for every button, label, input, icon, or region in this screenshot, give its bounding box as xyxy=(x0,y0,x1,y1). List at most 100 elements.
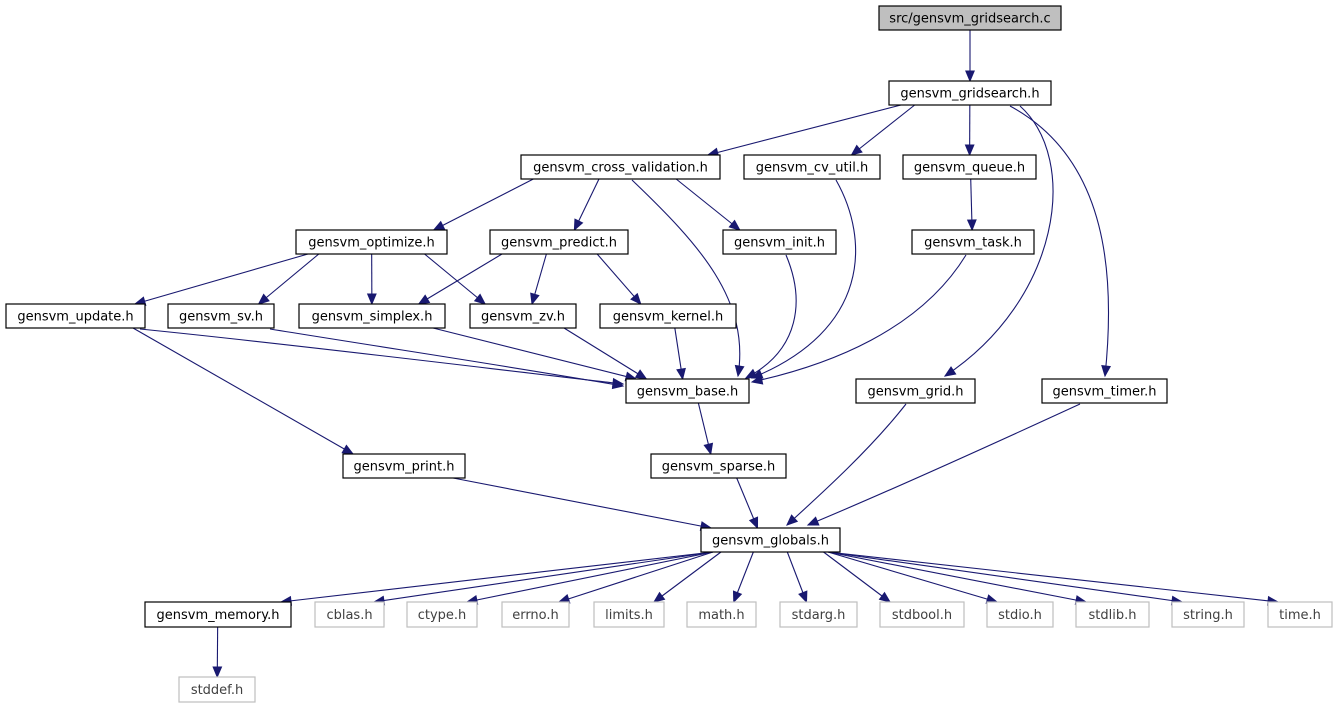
node-stddef-h: stddef.h xyxy=(178,676,256,703)
node-sv-h[interactable]: gensvm_sv.h xyxy=(167,303,275,329)
node-update-h[interactable]: gensvm_update.h xyxy=(5,303,146,329)
node-zv-h[interactable]: gensvm_zv.h xyxy=(469,303,577,329)
node-globals-h-label: gensvm_globals.h xyxy=(712,534,829,549)
edge-gridsearch-h-to-grid-h-arrowhead xyxy=(943,366,957,377)
edge-gridsearch-h-to-timer-h xyxy=(1009,105,1112,378)
edge-globals-h-to-math-h xyxy=(732,551,754,604)
edge-globals-h-to-ctype-h xyxy=(465,551,714,605)
node-queue-h-box xyxy=(902,154,1037,180)
edge-zv-h-to-base-h xyxy=(563,327,648,380)
edge-optimize-h-to-zv-h xyxy=(424,253,487,305)
node-memory-h-label: gensvm_memory.h xyxy=(157,608,280,623)
node-queue-h[interactable]: gensvm_queue.h xyxy=(902,154,1037,180)
edge-zv-h-to-base-h-line xyxy=(563,327,647,380)
node-cross-validation-h-label: gensvm_cross_validation.h xyxy=(533,161,708,176)
node-print-h[interactable]: gensvm_print.h xyxy=(342,453,466,479)
nodes-layer: src/gensvm_gridsearch.c gensvm_gridsearch… xyxy=(5,5,1333,703)
node-optimize-h-box xyxy=(295,229,448,255)
edge-globals-h-to-stdio-h-line xyxy=(827,551,998,603)
node-stdlib-h-label: stdlib.h xyxy=(1089,608,1137,623)
node-init-h-label: gensvm_init.h xyxy=(734,236,825,251)
node-predict-h-box xyxy=(489,229,629,255)
node-base-h-box xyxy=(625,378,750,404)
node-limits-h-label: limits.h xyxy=(605,608,653,623)
node-stddef-h-label: stddef.h xyxy=(191,683,243,698)
edge-globals-h-to-stdio-h xyxy=(827,551,999,604)
edge-globals-h-to-stdbool-h-arrowhead xyxy=(878,591,892,603)
node-kernel-h[interactable]: gensvm_kernel.h xyxy=(599,303,737,329)
node-optimize-h[interactable]: gensvm_optimize.h xyxy=(295,229,448,255)
node-time-h-box xyxy=(1267,601,1333,628)
node-globals-h[interactable]: gensvm_globals.h xyxy=(700,527,841,553)
edge-globals-h-to-limits-h xyxy=(652,551,722,603)
node-sv-h-label: gensvm_sv.h xyxy=(179,310,263,325)
node-grid-h-label: gensvm_grid.h xyxy=(868,385,964,400)
node-timer-h[interactable]: gensvm_timer.h xyxy=(1041,378,1168,404)
node-sv-h-box xyxy=(167,303,275,329)
edge-memory-h-to-stddef-h xyxy=(212,626,223,679)
node-stdbool-h: stdbool.h xyxy=(879,601,965,628)
node-gridsearch-h-box xyxy=(888,80,1052,106)
node-init-h[interactable]: gensvm_init.h xyxy=(722,229,837,255)
node-limits-h-box xyxy=(593,601,665,628)
edge-optimize-h-to-zv-h-arrowhead xyxy=(473,293,487,305)
edge-timer-h-to-globals-h-line xyxy=(807,403,1081,526)
edge-globals-h-to-errno-h xyxy=(557,551,714,604)
node-ctype-h-label: ctype.h xyxy=(418,608,467,623)
edge-cross-validation-h-to-predict-h xyxy=(573,178,600,232)
edge-memory-h-to-stddef-h-arrowhead xyxy=(212,666,223,679)
edge-globals-h-to-stdarg-h xyxy=(786,551,808,604)
edge-predict-h-to-kernel-h-arrowhead xyxy=(630,292,642,305)
edge-update-h-to-base-h-line xyxy=(139,328,624,385)
edge-globals-h-to-stdbool-h-line xyxy=(823,551,891,603)
node-grid-h-box xyxy=(855,378,976,404)
edge-cross-validation-h-to-init-h-arrowhead xyxy=(728,219,741,231)
node-cross-validation-h-box xyxy=(520,154,721,180)
edge-globals-h-to-math-h-arrowhead xyxy=(732,590,743,604)
edge-optimize-h-to-sv-h-arrowhead xyxy=(257,293,270,305)
node-base-h[interactable]: gensvm_base.h xyxy=(625,378,750,404)
edge-base-h-to-sparse-h-arrowhead xyxy=(703,442,714,456)
edge-predict-h-to-zv-h-arrowhead xyxy=(530,292,540,306)
node-string-h: string.h xyxy=(1171,601,1245,628)
node-stdio-h-box xyxy=(986,601,1054,628)
node-cv-util-h[interactable]: gensvm_cv_util.h xyxy=(743,154,881,180)
node-task-h[interactable]: gensvm_task.h xyxy=(911,229,1035,255)
node-gridsearch-h[interactable]: gensvm_gridsearch.h xyxy=(888,80,1052,106)
node-cross-validation-h[interactable]: gensvm_cross_validation.h xyxy=(520,154,721,180)
node-errno-h-label: errno.h xyxy=(512,608,559,623)
node-root[interactable]: src/gensvm_gridsearch.c xyxy=(878,5,1062,31)
node-stdlib-h: stdlib.h xyxy=(1075,601,1150,628)
node-sparse-h[interactable]: gensvm_sparse.h xyxy=(650,453,787,479)
edge-gridsearch-h-to-timer-h-arrowhead xyxy=(1101,365,1112,378)
node-zv-h-box xyxy=(469,303,577,329)
node-memory-h[interactable]: gensvm_memory.h xyxy=(144,601,292,628)
edge-timer-h-to-globals-h-arrowhead xyxy=(806,516,820,526)
edge-gridsearch-h-to-cross-validation-h xyxy=(706,104,902,158)
node-string-h-box xyxy=(1171,601,1245,628)
edge-init-h-to-base-h-line xyxy=(745,254,797,379)
edge-predict-h-to-simplex-h xyxy=(417,253,503,305)
node-predict-h[interactable]: gensvm_predict.h xyxy=(489,229,629,255)
edge-predict-h-to-kernel-h xyxy=(596,253,642,305)
edge-print-h-to-globals-h xyxy=(452,477,713,531)
node-task-h-box xyxy=(911,229,1035,255)
edges-layer xyxy=(132,30,1280,679)
edge-optimize-h-to-simplex-h xyxy=(366,253,377,306)
edge-cross-validation-h-to-optimize-h xyxy=(432,178,534,231)
edge-simplex-h-to-base-h-line xyxy=(432,327,637,380)
edge-kernel-h-to-base-h xyxy=(674,327,686,381)
node-print-h-box xyxy=(342,453,466,479)
edge-globals-h-to-stdlib-h xyxy=(827,551,1088,605)
node-simplex-h[interactable]: gensvm_simplex.h xyxy=(298,303,446,329)
node-grid-h[interactable]: gensvm_grid.h xyxy=(855,378,976,404)
edge-gridsearch-h-to-timer-h-line xyxy=(1009,105,1110,377)
edge-predict-h-to-kernel-h-line xyxy=(596,253,642,305)
edge-grid-h-to-globals-h xyxy=(786,403,907,526)
edge-sv-h-to-base-h-arrowhead xyxy=(611,379,625,390)
node-sparse-h-box xyxy=(650,453,787,479)
edge-optimize-h-to-simplex-h-arrowhead xyxy=(366,293,377,306)
edge-root-to-gridsearch-h xyxy=(965,30,975,83)
node-queue-h-label: gensvm_queue.h xyxy=(914,161,1025,176)
